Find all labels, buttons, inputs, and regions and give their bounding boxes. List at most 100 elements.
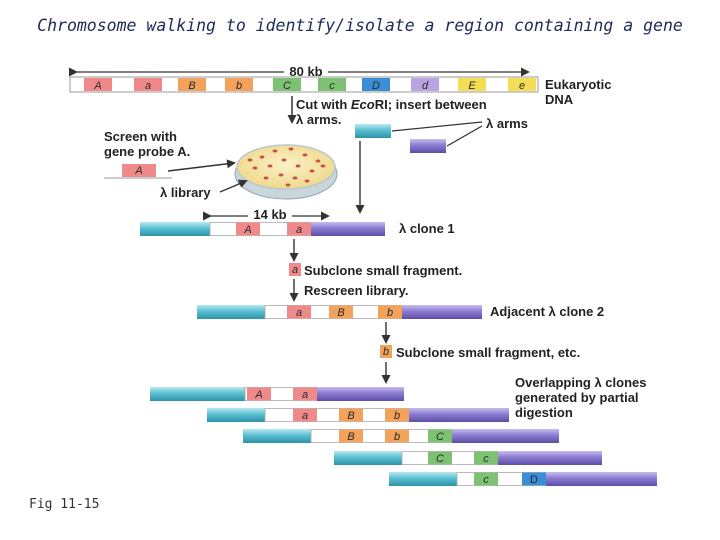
petri-dish [234, 144, 338, 200]
plaque [320, 164, 326, 168]
clone-segment-label: D [530, 474, 538, 486]
slide-title: Chromosome walking to identify/isolate a… [37, 16, 683, 35]
fragment-b [380, 345, 392, 358]
clone-segment-b [385, 429, 409, 443]
dna-segment-b [225, 78, 253, 91]
plaque [288, 147, 294, 151]
clone-segment-label: a [296, 307, 302, 319]
plaque [309, 169, 315, 173]
dna-segment-a [134, 78, 162, 91]
clone-segment-label: b [394, 410, 400, 422]
plaque [302, 153, 308, 157]
length-label-80kb: 80 kb [289, 64, 322, 79]
fragment-a [289, 263, 301, 276]
clone-segment-label: A [243, 224, 251, 236]
dna-segment-label: E [468, 80, 476, 92]
clone-segment-label: C [436, 453, 444, 465]
dna-segment-label: a [145, 80, 151, 92]
clone-segment-a [287, 305, 311, 319]
plaque [292, 176, 298, 180]
lambda-right-arm [317, 387, 404, 401]
clone-segment-label: b [394, 431, 400, 443]
clone-segment-label: C [436, 431, 444, 443]
clone-segment-c [474, 451, 498, 465]
dna-segment-B [178, 78, 206, 91]
lambda-left-arm [334, 451, 402, 465]
subclone-2-text: Subclone small fragment, etc. [396, 345, 580, 360]
library-arrow [219, 179, 248, 193]
dna-segment-e [508, 78, 536, 91]
arms-pointer-2 [446, 125, 483, 147]
clone-segment-label: B [337, 307, 344, 319]
lambda-right-arm [452, 429, 559, 443]
lambda-left-arm [140, 222, 210, 236]
clone-segment-b [378, 305, 402, 319]
plaque [285, 183, 291, 187]
plaque [263, 176, 269, 180]
dna-segment-label: A [93, 80, 101, 92]
probe-A-label: A [134, 165, 142, 177]
clone-segment-label: b [387, 307, 393, 319]
clone-segment-label: B [347, 431, 354, 443]
figure-caption: Fig 11-15 [29, 497, 100, 512]
lambda-left-arm [150, 387, 245, 401]
cut-instruction: Cut with EcoRI; insert between λ arms. [296, 97, 490, 127]
dna-segment-label: D [372, 80, 380, 92]
lambda-library-label: λ library [160, 185, 211, 200]
clone-segment-C [428, 429, 452, 443]
lambda-left-arm [243, 429, 311, 443]
lambda-left-arm [197, 305, 265, 319]
clone-segment-A [247, 387, 271, 401]
dna-segment-label: e [519, 80, 525, 92]
overlapping-clones-label: Overlapping λ clones generated by partia… [515, 375, 650, 420]
clone-segment-a [293, 408, 317, 422]
lambda-right-arm [546, 472, 657, 486]
plaque [304, 179, 310, 183]
screen-instruction: Screen with gene probe A. [104, 129, 190, 159]
clone-segment-b [385, 408, 409, 422]
clone-segment-label: B [347, 410, 354, 422]
dna-segment-A [84, 78, 112, 91]
plaque [267, 164, 273, 168]
dna-segment-E [458, 78, 486, 91]
clone-segment-label: c [483, 474, 489, 486]
clone-segment-a [293, 387, 317, 401]
clone-segment-D [522, 472, 546, 486]
lambda-right-arm [409, 408, 509, 422]
lambda-right-arm [311, 222, 385, 236]
clone-segment-label: a [302, 410, 308, 422]
clone-segment-label: c [483, 453, 489, 465]
lambda-right-arm [498, 451, 602, 465]
dna-segment-C [273, 78, 301, 91]
clone-segment-B [339, 429, 363, 443]
plaque [272, 149, 278, 153]
dna-segment-c [318, 78, 346, 91]
subclone-1-text: Subclone small fragment. [304, 263, 462, 278]
lambda-left-arm [389, 472, 457, 486]
dna-segment-d [411, 78, 439, 91]
clone-2-label: Adjacent λ clone 2 [490, 304, 604, 319]
lambda-left-arm [207, 408, 265, 422]
clone-segment-label: a [302, 389, 308, 401]
clone-segment-C [428, 451, 452, 465]
plaque [295, 164, 301, 168]
dna-segment-D [362, 78, 390, 91]
dna-segment-label: c [329, 80, 335, 92]
dna-segment-label: b [236, 80, 242, 92]
clone-1-label: λ clone 1 [399, 221, 455, 236]
clone-segment-a [287, 222, 311, 236]
lambda-arms-label: λ arms [486, 116, 528, 131]
eukaryotic-dna-label: Eukaryotic DNA [545, 77, 615, 107]
arms-pointer-1 [391, 121, 483, 132]
clone-segment-label: a [296, 224, 302, 236]
plaque [259, 155, 265, 159]
